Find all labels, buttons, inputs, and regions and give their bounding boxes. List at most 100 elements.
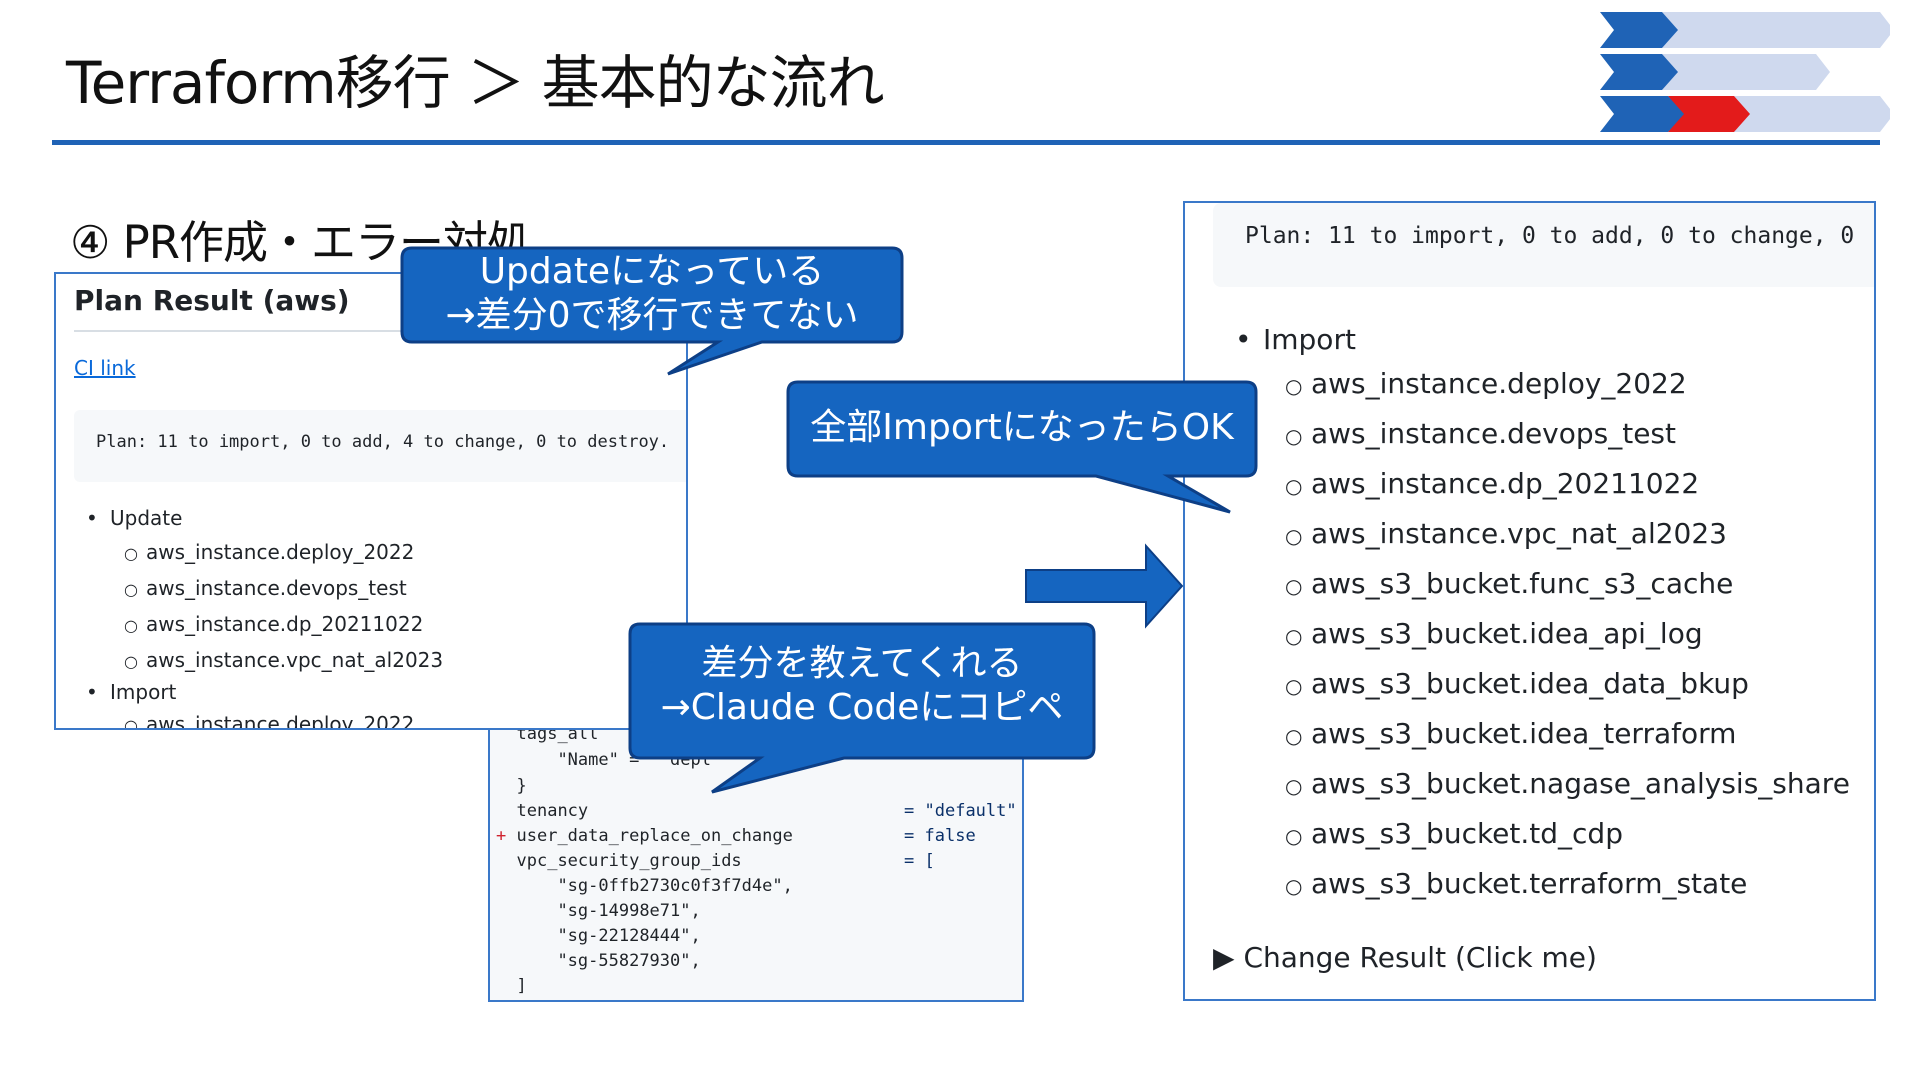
plan-summary-text: Plan: 11 to import, 0 to add, 4 to chang… [96,432,670,452]
chevron-row3-highlight [1668,96,1750,132]
code-line: "sg-0ffb2730c0f3f7d4e", [516,876,793,896]
title-underline [52,140,1880,145]
plan-result-panel: Plan Result (aws) CI link Plan: 11 to im… [54,272,688,730]
circle-bullet-icon: ○ [124,716,138,730]
list-item-text: aws_s3_bucket.idea_api_log [1311,617,1703,650]
list-item-text: aws_s3_bucket.terraform_state [1311,867,1748,900]
list-item: ○ aws_instance.deploy_2022 [124,712,415,730]
plan-summary-code-block: Plan: 11 to import, 0 to add, 0 to chang… [1213,203,1874,287]
list-item-text: aws_instance.deploy_2022 [146,540,415,564]
code-line: tenancy [516,801,589,821]
circle-bullet-icon: ○ [124,652,138,671]
list-item: ○ aws_instance.dp_20211022 [124,612,423,636]
callout-line: →Claude Codeにコピペ [660,687,1064,728]
circle-bullet-icon: ○ [1285,674,1303,698]
list-item: ○ aws_s3_bucket.idea_api_log [1285,617,1703,650]
circle-bullet-icon: ○ [1285,374,1303,398]
code-line: "sg-55827930", [516,951,701,971]
progress-chevrons [1600,12,1890,132]
list-item: ○ aws_instance.devops_test [124,576,407,600]
chevron-row3-active [1600,96,1684,132]
list-item-text: aws_s3_bucket.idea_terraform [1311,717,1737,750]
code-line: vpc_security_group_ids [516,851,742,871]
callout-line: 全部ImportになったらOK [810,407,1234,448]
code-line: ] [516,976,527,996]
callout-line: 差分を教えてくれる [701,643,1023,684]
callout-import-ok-text: 全部ImportになったらOK [788,406,1256,450]
callout-line: →差分0で移行できてない [445,295,859,336]
code-operator: = [ [904,851,935,871]
list-item-text: aws_instance.deploy_2022 [146,712,415,730]
list-item-text: aws_instance.vpc_nat_al2023 [1311,517,1727,550]
plan-summary-text: Plan: 11 to import, 0 to add, 0 to chang… [1245,223,1855,249]
code-line: } [516,776,527,796]
list-item-text: aws_instance.devops_test [146,576,407,600]
ci-link[interactable]: CI link [74,356,136,380]
change-result-label: Change Result (Click me) [1243,941,1597,974]
page-title: Terraform移行 ＞ 基本的な流れ [66,49,885,117]
list-item: ○ aws_s3_bucket.func_s3_cache [1285,567,1733,600]
list-item: ○ aws_instance.deploy_2022 [124,540,414,564]
triangle-right-icon: ▶ [1213,941,1244,974]
chevron-row1-inactive [1662,12,1890,48]
group-import: • Import [1235,323,1356,356]
code-operator: = false [904,826,976,846]
bullet-icon: • [86,506,98,530]
right-arrow-icon [1025,543,1184,629]
chevron-row3-inactive [1734,96,1890,132]
chevron-row2-inactive [1662,54,1830,90]
circle-bullet-icon: ○ [124,616,138,635]
list-item: ○ aws_s3_bucket.nagase_analysis_share [1285,767,1850,800]
list-item-text: aws_s3_bucket.idea_data_bkup [1311,667,1749,700]
list-item: ○ aws_instance.vpc_nat_al2023 [1285,517,1727,550]
list-item: ○ aws_s3_bucket.td_cdp [1285,817,1623,850]
terraform-diff-panel: tags_all "Name" = "depl } tenancy = "def… [488,728,1024,1002]
list-item: ○ aws_instance.devops_test [1285,417,1676,450]
code-line: "sg-22128444", [516,926,701,946]
group-import: •Import [86,680,176,704]
circle-bullet-icon: ○ [1285,774,1303,798]
circle-bullet-icon: ○ [1285,424,1303,448]
circle-bullet-icon: ○ [1285,724,1303,748]
list-item: ○ aws_s3_bucket.idea_terraform [1285,717,1736,750]
chevron-row2-active [1600,54,1678,90]
circle-bullet-icon: ○ [124,544,138,563]
list-item-text: aws_instance.devops_test [1311,417,1676,450]
group-update: • Update [86,506,182,530]
plan-result-heading: Plan Result (aws) [74,284,350,317]
list-item: ○ aws_instance.vpc_nat_al2023 [124,648,443,672]
circle-bullet-icon: ○ [1285,824,1303,848]
circle-bullet-icon: ○ [1285,874,1303,898]
bullet-icon: • [86,680,98,704]
code-operator: = "default" [904,801,1017,821]
group-label: Import [1263,323,1356,356]
change-result-toggle[interactable]: ▶ Change Result (Click me) [1213,941,1597,974]
list-item-text: aws_s3_bucket.td_cdp [1311,817,1623,850]
bullet-icon: • [1235,323,1252,356]
list-item: ○ aws_s3_bucket.idea_data_bkup [1285,667,1749,700]
list-item-text: aws_instance.dp_20211022 [146,612,424,636]
callout-update-text: Updateになっている →差分0で移行できてない [402,250,902,338]
group-label: Update [110,506,183,530]
circle-bullet-icon: ○ [1285,474,1303,498]
plan-summary-code-block: Plan: 11 to import, 0 to add, 4 to chang… [74,410,686,482]
list-item-text: aws_instance.dp_20211022 [1311,467,1700,500]
circle-bullet-icon: ○ [1285,524,1303,548]
heading-divider [74,330,674,332]
code-line: "Name" = "depl [516,750,711,770]
list-item-text: aws_instance.vpc_nat_al2023 [146,648,444,672]
callout-diff-text: 差分を教えてくれる →Claude Codeにコピペ [630,642,1094,730]
code-line: tags_all [516,728,599,744]
chevron-row1-active [1600,12,1678,48]
circle-bullet-icon: ○ [1285,624,1303,648]
code-line: + user_data_replace_on_change [496,826,793,846]
list-item-text: aws_instance.deploy_2022 [1311,367,1687,400]
list-item-text: aws_s3_bucket.nagase_analysis_share [1311,767,1850,800]
list-item: ○ aws_instance.deploy_2022 [1285,367,1687,400]
code-line: "sg-14998e71", [516,901,701,921]
circle-bullet-icon: ○ [124,580,138,599]
list-item: ○ aws_instance.dp_20211022 [1285,467,1699,500]
list-item-text: aws_s3_bucket.func_s3_cache [1311,567,1734,600]
list-item: ○ aws_s3_bucket.terraform_state [1285,867,1747,900]
circle-bullet-icon: ○ [1285,574,1303,598]
